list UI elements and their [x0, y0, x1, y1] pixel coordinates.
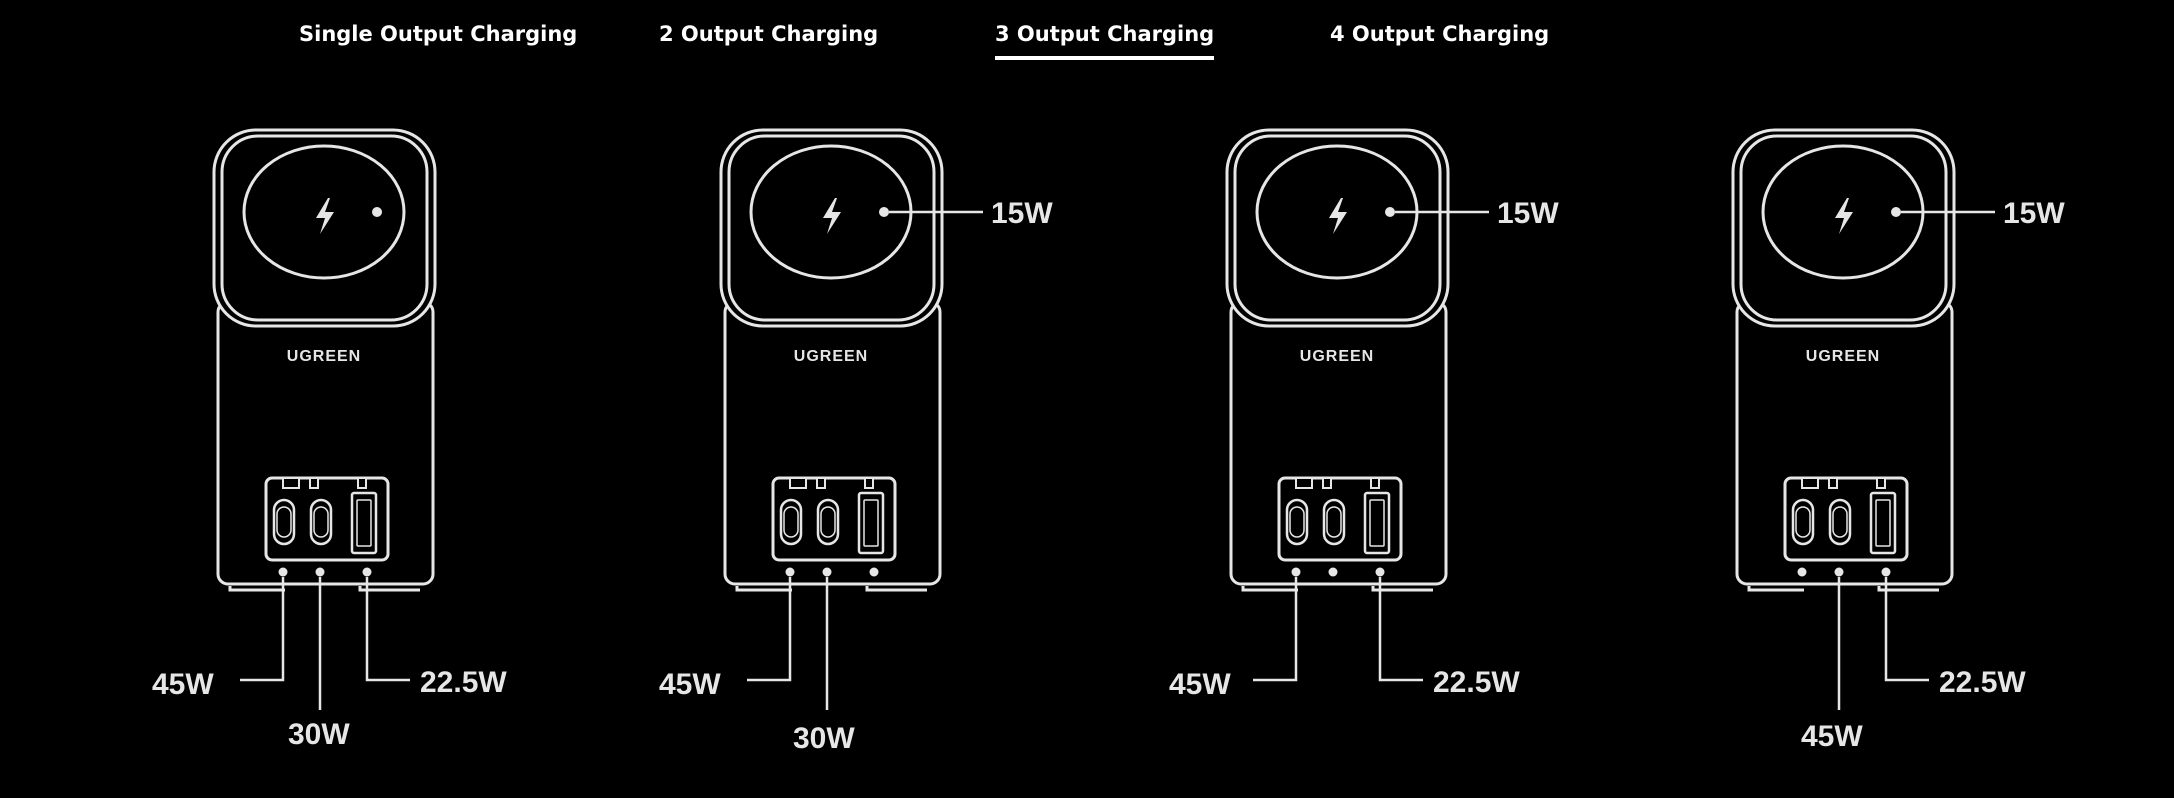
usb-c1-power-label: 45W: [659, 668, 721, 701]
charger-panel-4: UGREEN 15W 45W 22.5W: [1731, 128, 2065, 753]
usb-a-power-label: 22.5W: [1433, 666, 1520, 699]
brand-logo: UGREEN: [1806, 348, 1880, 365]
tab-4-output[interactable]: 4 Output Charging: [1330, 22, 1550, 46]
charger-panel-3: UGREEN 15W 45W 22.5W: [1169, 128, 1559, 701]
tab-2-output[interactable]: 2 Output Charging: [659, 22, 879, 46]
output-mode-tabs: Single Output Charging 2 Output Charging…: [0, 0, 2174, 70]
usb-a-power-label: 22.5W: [1939, 666, 2026, 699]
brand-logo: UGREEN: [1300, 348, 1374, 365]
lightning-bolt-icon: [823, 198, 841, 234]
charger-panel-2: UGREEN 15W 45W 30W: [659, 128, 1053, 755]
tab-single-output[interactable]: Single Output Charging: [299, 22, 578, 46]
usb-c2-power-label: 45W: [1801, 720, 1863, 753]
wireless-power-label: 15W: [2003, 197, 2065, 230]
usb-c1-power-label: 45W: [1169, 668, 1231, 701]
charger-panel-1: UGREEN 45W 30W 22.5W: [152, 128, 507, 751]
brand-logo: UGREEN: [287, 348, 361, 365]
charger-diagrams: UGREEN 45W 30W 22.5W UGREEN 15W 45W 30W …: [152, 128, 2065, 755]
usb-c2-power-label: 30W: [793, 722, 855, 755]
usb-c1-power-label: 45W: [152, 668, 214, 701]
usb-c2-power-label: 30W: [288, 718, 350, 751]
tab-3-output[interactable]: 3 Output Charging: [995, 22, 1215, 60]
lightning-bolt-icon: [1329, 198, 1347, 234]
wireless-power-label: 15W: [991, 197, 1053, 230]
wireless-power-label: 15W: [1497, 197, 1559, 230]
lightning-bolt-icon: [1835, 198, 1853, 234]
brand-logo: UGREEN: [794, 348, 868, 365]
usb-a-power-label: 22.5W: [420, 666, 507, 699]
lightning-bolt-icon: [316, 198, 334, 234]
